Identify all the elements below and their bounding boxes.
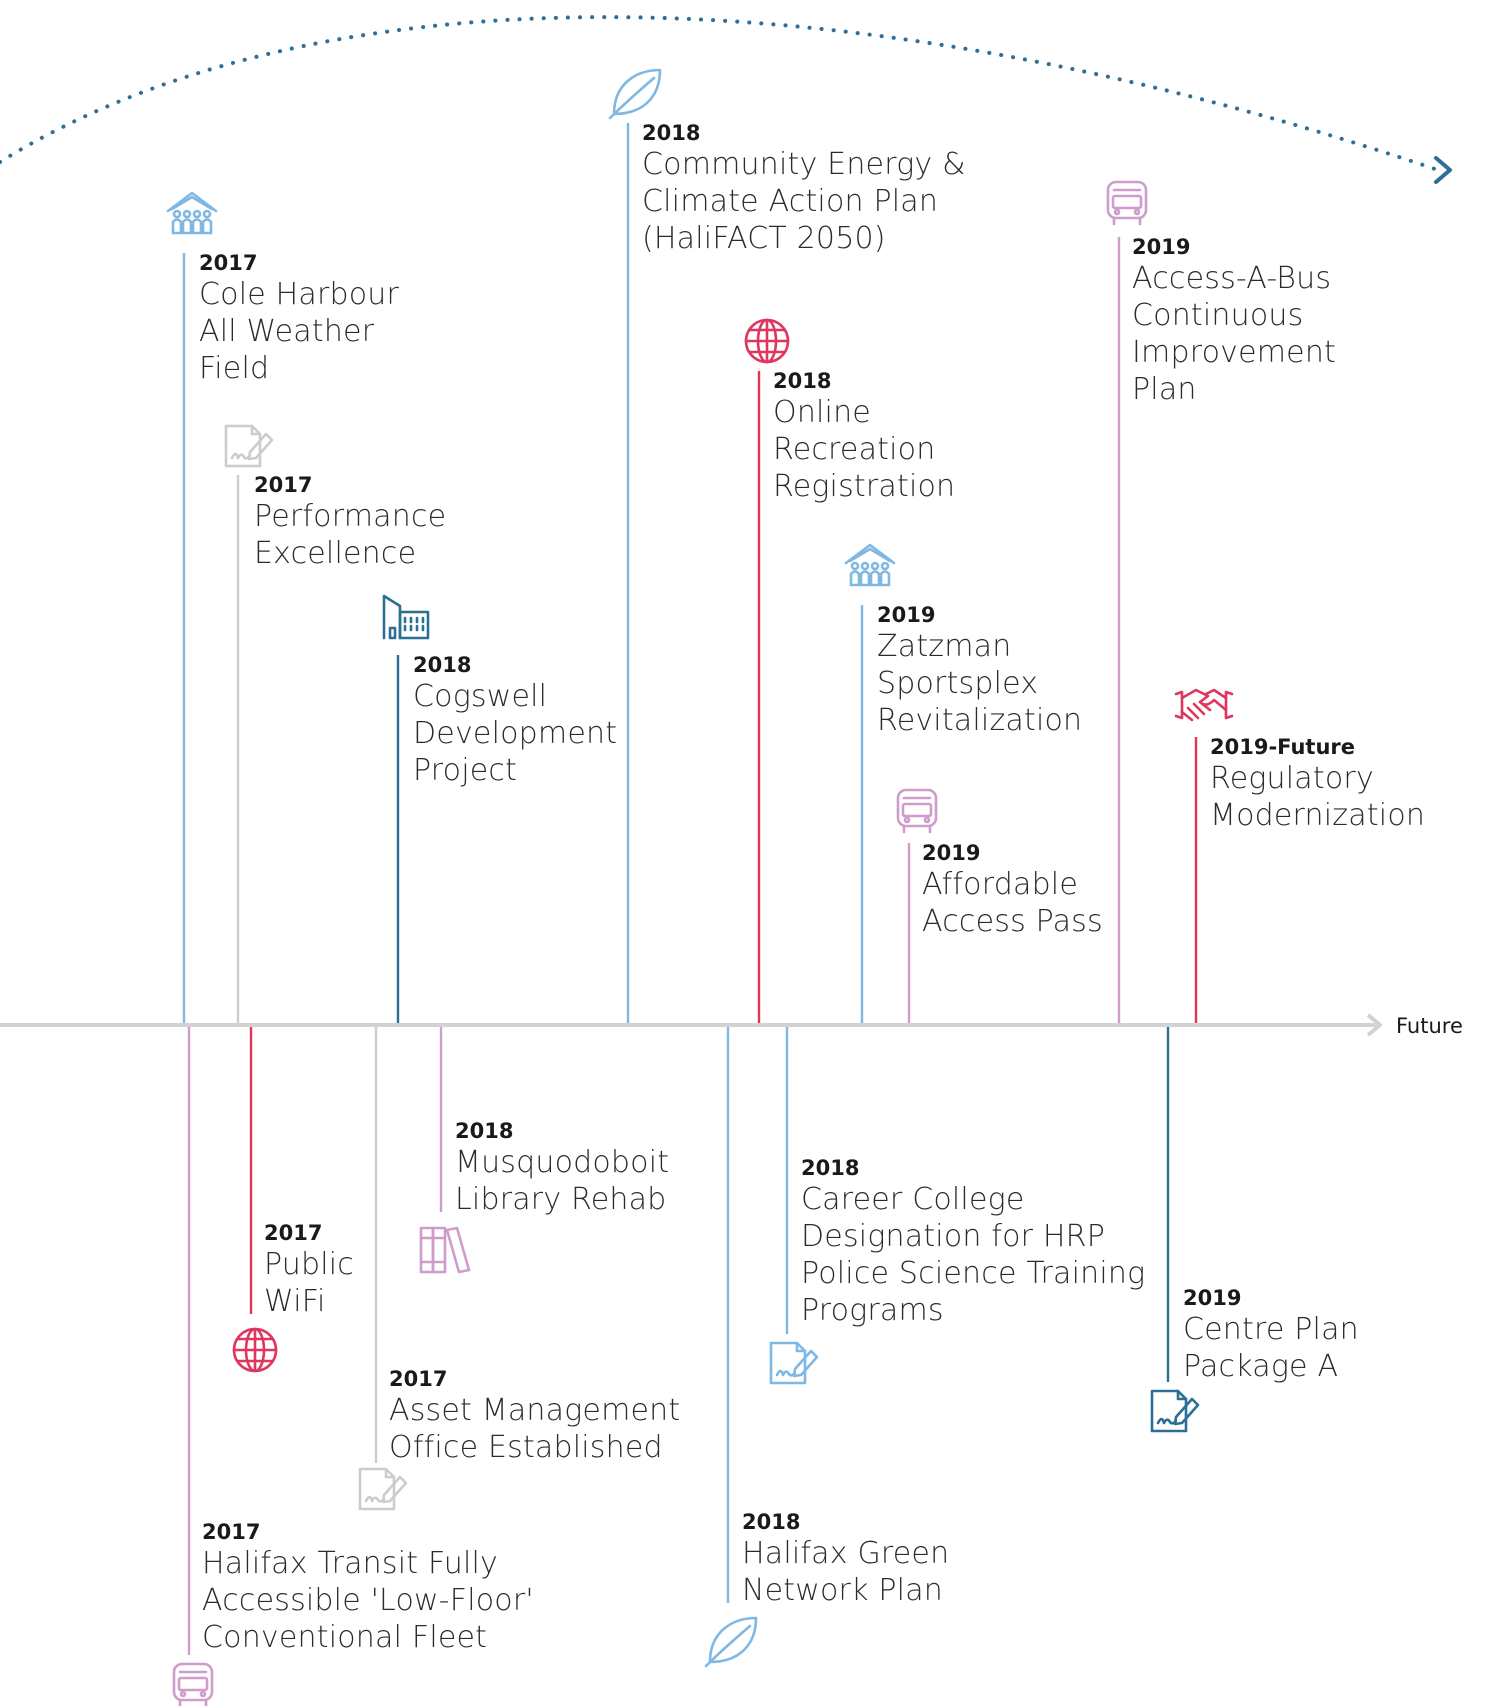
milestone-title: Centre Plan Package A xyxy=(1183,1312,1359,1384)
dotted-arc xyxy=(0,15,1452,184)
milestone-title: Affordable Access Pass xyxy=(922,867,1103,939)
milestone-year: 2017 xyxy=(202,1520,261,1544)
milestone-title: Halifax Transit Fully Accessible 'Low-Fl… xyxy=(202,1546,534,1655)
milestone-year: 2017 xyxy=(199,251,258,275)
milestone-year: 2018 xyxy=(455,1119,514,1143)
timeline-axis xyxy=(0,1013,1382,1037)
milestone-title: Online Recreation Registration xyxy=(773,395,956,504)
milestone-title: Cogswell Development Project xyxy=(413,679,618,788)
bus-icon xyxy=(172,1662,214,1706)
milestone-year: 2018 xyxy=(801,1156,860,1180)
milestone-year: 2017 xyxy=(389,1367,448,1391)
signed-document-icon xyxy=(224,424,274,468)
milestone-year: 2019 xyxy=(922,841,981,865)
milestone-title: Cole Harbour All Weather Field xyxy=(199,277,400,386)
signed-document-icon xyxy=(1150,1389,1200,1433)
community-people-icon xyxy=(166,191,218,235)
leaf-icon xyxy=(704,1616,758,1668)
books-icon xyxy=(419,1226,471,1274)
handshake-icon xyxy=(1174,688,1234,722)
community-people-icon xyxy=(844,543,896,587)
milestone-title: Zatzman Sportsplex Revitalization xyxy=(877,629,1083,738)
milestone-title: Performance Excellence xyxy=(254,499,447,571)
milestone-title: Musquodoboit Library Rehab xyxy=(455,1145,670,1217)
milestone-year: 2017 xyxy=(254,473,313,497)
milestone-title: Access-A-Bus Continuous Improvement Plan xyxy=(1132,261,1337,407)
milestone-year: 2018 xyxy=(773,369,832,393)
milestone-title: Career College Designation for HRP Polic… xyxy=(801,1182,1146,1328)
milestone-year: 2017 xyxy=(264,1221,323,1245)
axis-end-label: Future xyxy=(1396,1014,1463,1038)
milestone-year: 2019 xyxy=(877,603,936,627)
bus-icon xyxy=(1106,180,1148,226)
globe-icon xyxy=(744,318,790,364)
milestone-title: Halifax Green Network Plan xyxy=(742,1536,950,1608)
milestone-year: 2018 xyxy=(742,1510,801,1534)
milestone-title: Community Energy & Climate Action Plan (… xyxy=(642,147,966,256)
arc-arrowhead-icon xyxy=(1434,156,1452,184)
milestone-year: 2019-Future xyxy=(1210,735,1356,759)
milestone-year: 2018 xyxy=(413,653,472,677)
city-buildings-icon xyxy=(382,594,430,640)
globe-icon xyxy=(232,1327,278,1373)
milestone-year: 2019 xyxy=(1183,1286,1242,1310)
axis-arrowhead-icon xyxy=(1366,1013,1382,1037)
milestone-year: 2018 xyxy=(642,121,701,145)
bus-icon xyxy=(896,788,938,834)
leaf-icon xyxy=(608,68,662,120)
milestone-title: Public WiFi xyxy=(264,1247,354,1319)
milestone-title: Asset Management Office Established xyxy=(389,1393,681,1465)
signed-document-icon xyxy=(769,1341,819,1385)
signed-document-icon xyxy=(358,1467,408,1511)
milestone-year: 2019 xyxy=(1132,235,1191,259)
milestone-title: Regulatory Modernization xyxy=(1210,761,1426,833)
